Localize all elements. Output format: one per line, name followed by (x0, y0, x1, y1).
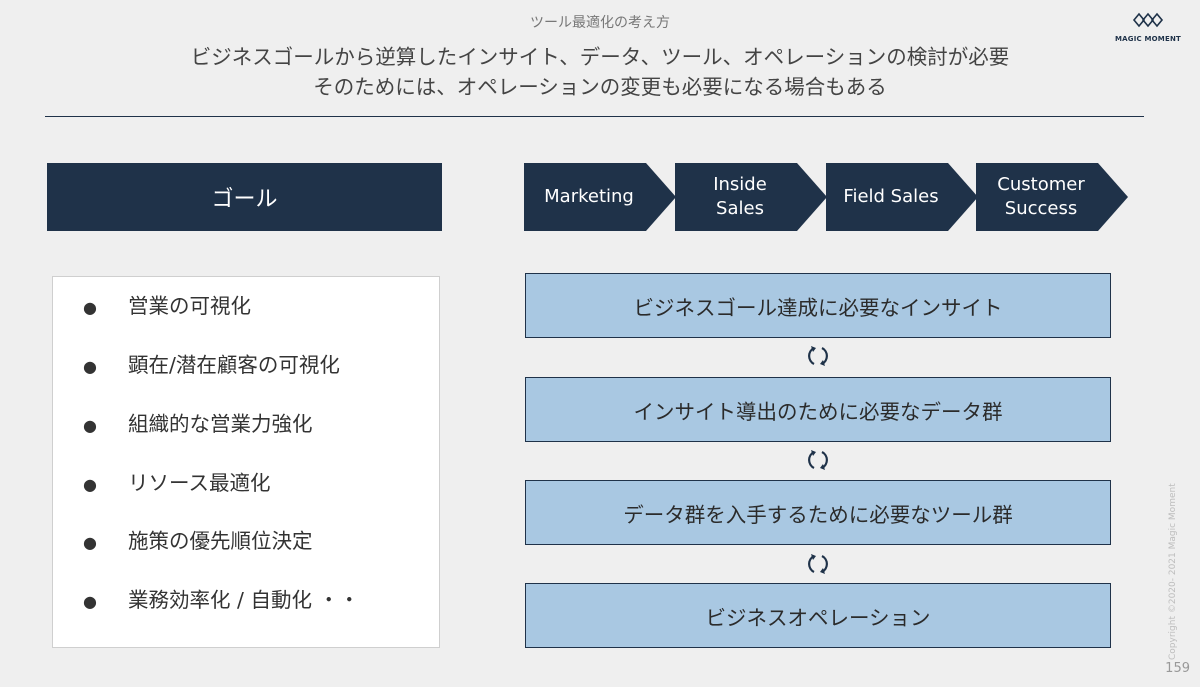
goal-list-item: ●組織的な営業力強化 (83, 412, 313, 436)
stage-marketing: Marketing (524, 163, 676, 231)
cycle-arrows-icon (808, 554, 828, 574)
goal-list-item: ●業務効率化 / 自動化 ・・ (83, 588, 360, 612)
cycle-arrows-icon (808, 346, 828, 366)
goal-list-item: ●営業の可視化 (83, 294, 251, 318)
bullet-icon: ● (83, 592, 97, 611)
goal-list-item: ●顕在/潜在顧客の可視化 (83, 353, 340, 377)
flow-box-data: インサイト導出のために必要なデータ群 (525, 377, 1111, 442)
bullet-icon: ● (83, 533, 97, 552)
slide-headline: ビジネスゴールから逆算したインサイト、データ、ツール、オペレーションの検討が必要… (100, 42, 1100, 102)
flow-box-insight: ビジネスゴール達成に必要なインサイト (525, 273, 1111, 338)
bullet-icon: ● (83, 298, 97, 317)
goal-header: ゴール (47, 163, 442, 231)
header-divider (45, 116, 1144, 117)
goal-list-item: ●施策の優先順位決定 (83, 529, 313, 553)
sales-stage-chevrons: Marketing Inside Sales Field Sales Custo… (524, 163, 1129, 231)
stage-customer-success: Customer Success (976, 163, 1128, 231)
headline-line-1: ビジネスゴールから逆算したインサイト、データ、ツール、オペレーションの検討が必要 (190, 45, 1010, 69)
cycle-arrows-icon (808, 450, 828, 470)
bullet-icon: ● (83, 416, 97, 435)
triple-diamond-logo-icon (1132, 12, 1164, 28)
flow-box-tools: データ群を入手するために必要なツール群 (525, 480, 1111, 545)
goal-list-item: ●リソース最適化 (83, 471, 271, 495)
goal-list: ●営業の可視化 ●顕在/潜在顧客の可視化 ●組織的な営業力強化 ●リソース最適化… (52, 276, 440, 648)
bullet-icon: ● (83, 475, 97, 494)
bullet-icon: ● (83, 357, 97, 376)
flow-box-operation: ビジネスオペレーション (525, 583, 1111, 648)
headline-line-2: そのためには、オペレーションの変更も必要になる場合もある (313, 75, 887, 99)
slide-subtitle: ツール最適化の考え方 (530, 15, 670, 31)
company-logo: MAGIC MOMENT (1108, 10, 1188, 44)
stage-inside-sales: Inside Sales (675, 163, 827, 231)
logo-text: MAGIC MOMENT (1114, 35, 1181, 43)
goal-title: ゴール (211, 187, 278, 212)
copyright-container: Copyright ©2020- 2021 Magic Moment (1168, 460, 1182, 660)
stage-field-sales: Field Sales (826, 163, 978, 231)
copyright-text: Copyright ©2020- 2021 Magic Moment (1168, 483, 1178, 660)
page-number: 159 (1165, 661, 1190, 676)
